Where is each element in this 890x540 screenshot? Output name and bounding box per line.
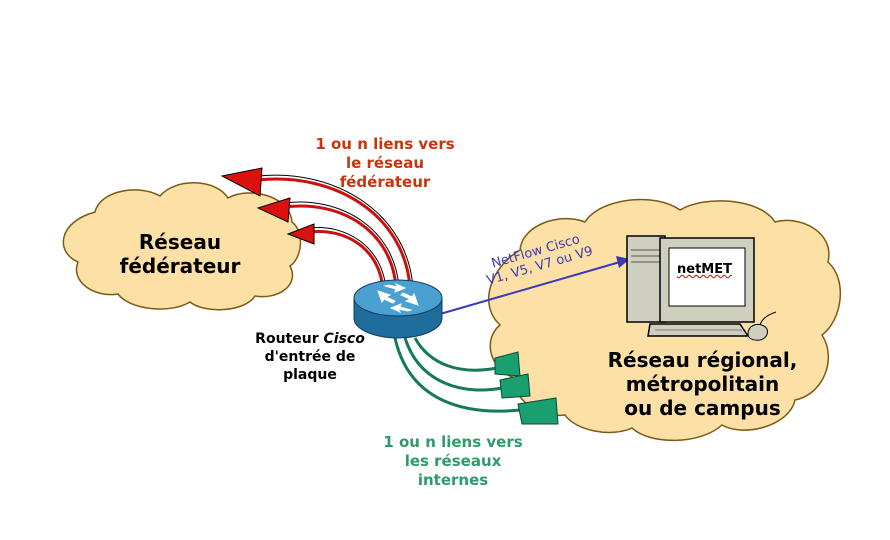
router-label-line3: plaque — [283, 367, 337, 383]
cisco-router — [353, 279, 443, 339]
federateur-links — [257, 174, 414, 291]
red-link-3-outline — [309, 227, 387, 291]
red-link-2-outline — [284, 201, 400, 289]
federateur-cloud-line2: fédérateur — [119, 254, 241, 278]
red-link-3 — [309, 230, 385, 291]
internal-links-line3: internes — [417, 471, 489, 489]
router-label-prefix: Routeur — [255, 331, 324, 347]
federateur-links-line1: 1 ou n liens vers — [315, 135, 455, 153]
federateur-cloud-label: Réseau fédérateur — [90, 230, 270, 278]
green-link-1 — [413, 337, 498, 372]
netmet-screen-label: netMET — [677, 262, 732, 277]
router-label-brand: Cisco — [323, 331, 365, 347]
router-label: Routeur Cisco d'entrée de plaque — [235, 330, 385, 384]
federateur-cloud-line1: Réseau — [138, 230, 222, 254]
green-link-3 — [393, 337, 521, 413]
internal-links — [393, 337, 521, 413]
regional-cloud-line1: Réseau régional, — [607, 348, 798, 372]
federateur-links-label: 1 ou n liens vers le réseau fédérateur — [290, 135, 480, 192]
red-arrowhead-2 — [256, 197, 291, 223]
router-label-line1: Routeur Cisco — [235, 330, 385, 348]
regional-cloud-line2: métropolitain — [625, 372, 780, 396]
green-arrowhead-2 — [499, 373, 531, 399]
computer-icon — [626, 235, 777, 341]
federateur-links-line3: fédérateur — [339, 173, 431, 191]
internal-links-line1: 1 ou n liens vers — [383, 433, 523, 451]
federateur-cloud — [62, 182, 302, 311]
green-arrowhead-3 — [517, 397, 559, 425]
red-link-1 — [257, 177, 412, 289]
red-arrowhead-1 — [220, 167, 263, 197]
internal-links-label: 1 ou n liens vers les réseaux internes — [358, 433, 548, 490]
red-link-2 — [284, 204, 398, 289]
netflow-arrow — [439, 261, 621, 315]
federateur-links-line2: le réseau — [345, 154, 424, 172]
red-arrowhead-3 — [286, 223, 315, 245]
regional-cloud-label: Réseau régional, métropolitain ou de cam… — [590, 348, 815, 420]
green-link-2 — [403, 337, 503, 392]
router-label-line2: d'entrée de — [264, 349, 356, 365]
internal-links-line2: les réseaux — [404, 452, 502, 470]
regional-cloud-line3: ou de campus — [624, 396, 781, 420]
red-link-1-outline — [257, 174, 414, 289]
